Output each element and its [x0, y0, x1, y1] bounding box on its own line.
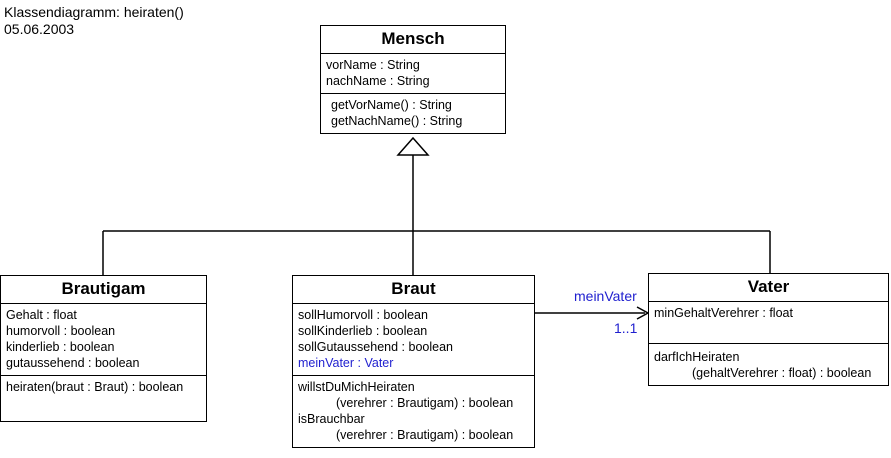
class-name: Brautigam: [1, 276, 206, 304]
methods-section: willstDuMichHeiraten (verehrer : Brautig…: [293, 375, 534, 447]
methods-section: heiraten(braut : Braut) : boolean: [1, 375, 206, 421]
methods-section: getVorName() : String getNachName() : St…: [321, 93, 505, 133]
attributes-section: minGehaltVerehrer : float: [649, 302, 888, 343]
attribute: humorvoll : boolean: [6, 324, 116, 338]
attribute: kinderlieb : boolean: [6, 340, 115, 354]
diagram-title: Klassendiagramm: heiraten(): [4, 4, 184, 20]
attributes-section: sollHumorvoll : boolean sollKinderlieb :…: [293, 304, 534, 375]
attribute: nachName : String: [326, 74, 430, 88]
association-attribute: meinVater : Vater: [298, 356, 394, 370]
association-multiplicity-label: 1..1: [614, 320, 638, 336]
method-params: (verehrer : Brautigam) : boolean: [336, 428, 514, 442]
method: darfIchHeiraten: [654, 350, 740, 364]
class-mensch[interactable]: Mensch vorName : String nachName : Strin…: [320, 25, 506, 134]
class-brautigam[interactable]: Brautigam Gehalt : float humorvoll : boo…: [0, 275, 207, 422]
attribute: Gehalt : float: [6, 308, 77, 322]
class-vater[interactable]: Vater minGehaltVerehrer : float darfIchH…: [648, 273, 889, 386]
method-params: (gehaltVerehrer : float) : boolean: [692, 366, 872, 380]
association-role-label: meinVater: [574, 288, 637, 304]
method-params: (verehrer : Brautigam) : boolean: [336, 396, 514, 410]
attribute: vorName : String: [326, 58, 420, 72]
class-name: Vater: [649, 274, 888, 302]
method: willstDuMichHeiraten: [298, 380, 415, 394]
attribute: sollKinderlieb : boolean: [298, 324, 428, 338]
class-braut[interactable]: Braut sollHumorvoll : boolean sollKinder…: [292, 275, 535, 448]
attribute: gutaussehend : boolean: [6, 356, 140, 370]
method: getVorName() : String: [331, 98, 452, 112]
method: heiraten(braut : Braut) : boolean: [6, 380, 184, 394]
attributes-section: vorName : String nachName : String: [321, 54, 505, 93]
generalization-triangle: [396, 136, 430, 156]
attributes-section: Gehalt : float humorvoll : boolean kinde…: [1, 304, 206, 375]
attribute: sollGutaussehend : boolean: [298, 340, 453, 354]
attribute: sollHumorvoll : boolean: [298, 308, 428, 322]
class-name: Mensch: [321, 26, 505, 54]
method: isBrauchbar: [298, 412, 365, 426]
class-name: Braut: [293, 276, 534, 304]
attribute: minGehaltVerehrer : float: [654, 306, 793, 320]
method: getNachName() : String: [331, 114, 463, 128]
diagram-header: Klassendiagramm: heiraten() 05.06.2003: [4, 4, 184, 38]
methods-section: darfIchHeiraten (gehaltVerehrer : float)…: [649, 343, 888, 385]
diagram-date: 05.06.2003: [4, 21, 75, 37]
